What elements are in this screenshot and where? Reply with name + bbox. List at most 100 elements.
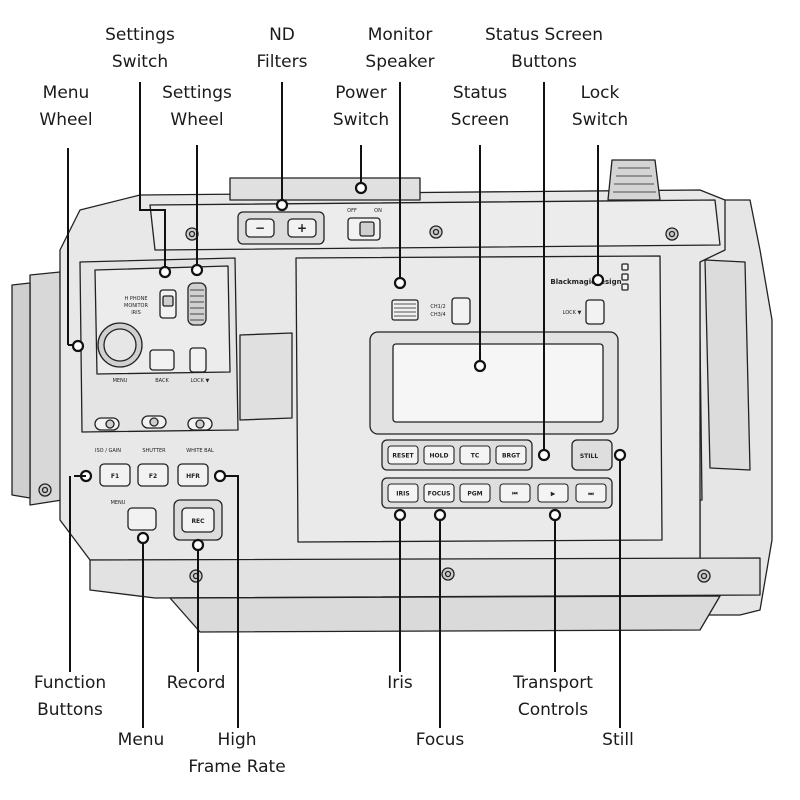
nd-minus-label: − xyxy=(255,221,265,235)
back-label: BACK xyxy=(155,378,169,384)
callout-nd-filters: ND Filters xyxy=(256,25,308,72)
dot-status-screen xyxy=(473,359,487,373)
callout-settings-switch: Settings Switch xyxy=(105,25,175,72)
lower-iris-label: IRIS xyxy=(396,491,409,498)
status-hold-label: HOLD xyxy=(430,453,449,460)
transport-play-button[interactable] xyxy=(537,483,569,503)
lower-focus-button[interactable] xyxy=(423,483,455,503)
status-tc-label: TC xyxy=(471,453,480,460)
f1-button[interactable] xyxy=(99,463,131,487)
shutter-label: SHUTTER xyxy=(142,448,166,454)
menu-button-label: MENU xyxy=(111,500,126,506)
f1-label: F1 xyxy=(111,473,119,480)
callout-monitor-speaker: Monitor Speaker xyxy=(365,25,435,72)
dot-lock-switch xyxy=(591,273,605,287)
callout-iris: Iris xyxy=(387,673,413,693)
white-bal-label: WHITE BAL xyxy=(186,448,214,454)
callout-function-buttons: Function Buttons xyxy=(33,673,107,720)
lower-iris-button[interactable] xyxy=(387,483,419,503)
lower-pgm-label: PGM xyxy=(467,491,482,498)
transport-next-label: ⏭ xyxy=(588,491,594,498)
nd-plus-label: + xyxy=(297,221,307,235)
transport-next-button[interactable] xyxy=(575,483,607,503)
dot-menu-wheel xyxy=(71,339,85,353)
callout-status-screen: Status Screen xyxy=(450,83,510,130)
status-brgt-button[interactable] xyxy=(495,445,527,465)
settings-lock-switch[interactable] xyxy=(189,347,207,373)
lock-label: LOCK ▼ xyxy=(563,310,582,316)
dot-transport-controls xyxy=(548,508,562,522)
status-button-row xyxy=(381,439,533,471)
callout-high-frame-rate: High Frame Rate xyxy=(188,730,286,777)
bottom-foot xyxy=(169,595,721,633)
status-brgt-label: BRGT xyxy=(502,453,521,460)
callout-menu-wheel: Menu Wheel xyxy=(39,83,93,130)
left-end-face xyxy=(11,282,31,499)
speaker-ch1-label: CH1/2 xyxy=(430,304,445,310)
callout-dots xyxy=(71,181,627,552)
record-button[interactable] xyxy=(181,507,215,533)
f2-button[interactable] xyxy=(137,463,169,487)
callout-lock-switch: Lock Switch xyxy=(571,83,629,130)
still-label: STILL xyxy=(580,453,598,460)
status-reset-button[interactable] xyxy=(387,445,419,465)
left-end-block xyxy=(29,271,63,506)
lower-pgm-button[interactable] xyxy=(459,483,491,503)
callout-record: Record xyxy=(166,673,226,693)
f2-label: F2 xyxy=(149,473,157,480)
monitor-speaker xyxy=(391,299,419,321)
dot-record xyxy=(191,538,205,552)
hfr-label: HFR xyxy=(186,473,200,480)
callout-menu: Menu xyxy=(117,730,165,750)
lock-switch[interactable] xyxy=(585,299,605,325)
mount-screws xyxy=(38,225,711,583)
status-screen-buttons: RESET HOLD TC BRGT xyxy=(387,445,527,465)
transport-play-label: ▶ xyxy=(551,491,556,498)
rear-panel-inner xyxy=(704,259,751,471)
top-right-knob xyxy=(607,159,661,201)
dot-settings-switch xyxy=(158,265,172,279)
callout-focus: Focus xyxy=(415,730,465,750)
nd-plus-button[interactable] xyxy=(287,218,317,238)
still-button-housing xyxy=(571,439,613,471)
speaker-ch3-label: CH3/4 xyxy=(430,312,445,318)
status-screen xyxy=(392,343,604,423)
callout-still: Still xyxy=(602,730,634,750)
dot-menu xyxy=(136,531,150,545)
settings-wheel[interactable] xyxy=(187,282,207,326)
iso-gain-label: ISO / GAIN xyxy=(95,448,121,454)
power-on-label: ON xyxy=(374,208,382,214)
settings-switch-line-3: IRIS xyxy=(131,310,141,316)
settings-lock-label: LOCK ▼ xyxy=(191,378,210,384)
dot-monitor-speaker xyxy=(393,276,407,290)
menu-wheel-label: MENU xyxy=(113,378,128,384)
callout-power-switch: Power Switch xyxy=(332,83,390,130)
transport-previous-button[interactable] xyxy=(499,483,531,503)
top-handle-ridge xyxy=(229,177,421,201)
menu-button[interactable] xyxy=(127,507,157,531)
status-reset-label: RESET xyxy=(392,453,414,460)
settings-switch-line-1: H PHONE xyxy=(125,296,148,302)
settings-switch-line-2: MONITOR xyxy=(124,303,148,309)
lcd-hinge xyxy=(239,332,293,421)
callout-settings-wheel: Settings Wheel xyxy=(162,83,232,130)
callout-transport-controls: Transport Controls xyxy=(513,673,593,720)
callout-status-screen-buttons: Status Screen Buttons xyxy=(484,25,604,72)
power-off-label: OFF xyxy=(347,208,357,214)
dot-focus xyxy=(433,508,447,522)
status-hold-button[interactable] xyxy=(423,445,455,465)
back-button[interactable] xyxy=(149,349,175,371)
dot-high-frame-rate xyxy=(213,469,227,483)
status-tc-button[interactable] xyxy=(459,445,491,465)
dot-nd-filters xyxy=(275,198,289,212)
lower-focus-label: FOCUS xyxy=(428,491,451,498)
exposure-switches xyxy=(94,415,213,431)
hfr-button[interactable] xyxy=(177,463,209,487)
dot-status-screen-buttons xyxy=(537,448,551,462)
speaker-channel-switch[interactable] xyxy=(451,297,471,325)
dot-settings-wheel xyxy=(190,263,204,277)
nd-minus-button[interactable] xyxy=(245,218,275,238)
top-plate xyxy=(149,199,721,251)
